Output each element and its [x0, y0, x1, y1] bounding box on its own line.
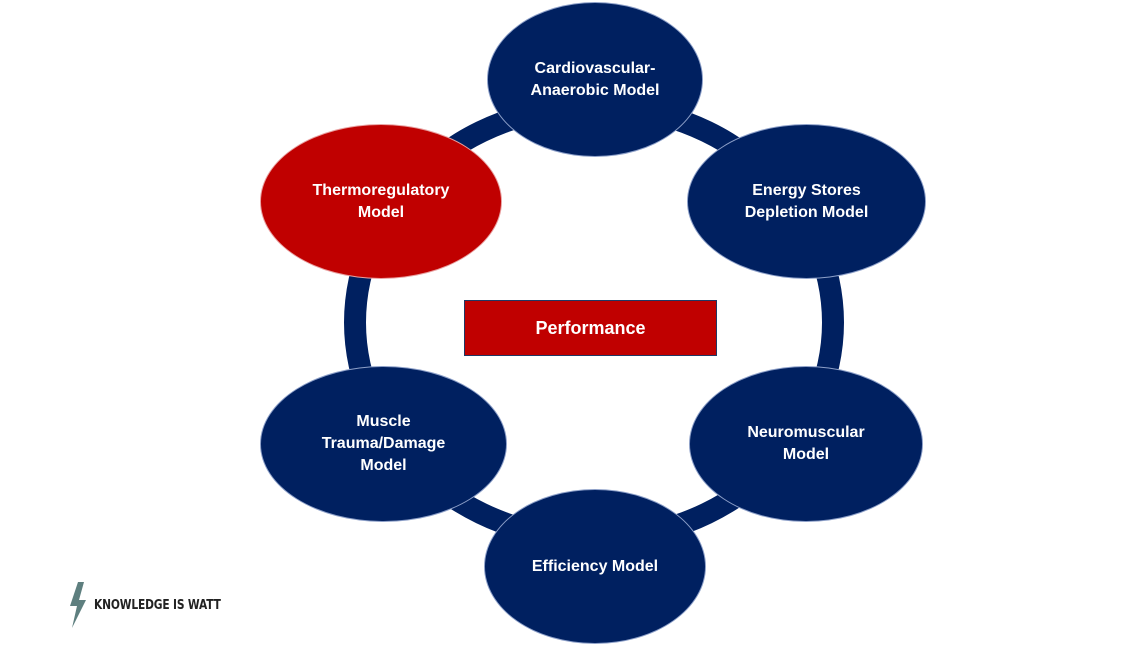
knowledge-is-watt-logo: KNOWLEDGE IS WATT: [68, 582, 249, 628]
node-energy-stores-depletion-model: Energy Stores Depletion Model: [687, 124, 926, 279]
node-cardiovascular-anaerobic-model: Cardiovascular- Anaerobic Model: [487, 2, 703, 157]
node-muscle-trauma-damage-model: Muscle Trauma/Damage Model: [260, 366, 507, 522]
node-efficiency-model: Efficiency Model: [484, 489, 706, 644]
node-thermoregulatory-model: Thermoregulatory Model: [260, 124, 502, 279]
lightning-bolt-icon: [70, 582, 86, 628]
logo-text: KNOWLEDGE IS WATT: [94, 597, 221, 613]
performance-label: Performance: [464, 300, 717, 356]
node-neuromuscular-model: Neuromuscular Model: [689, 366, 923, 522]
